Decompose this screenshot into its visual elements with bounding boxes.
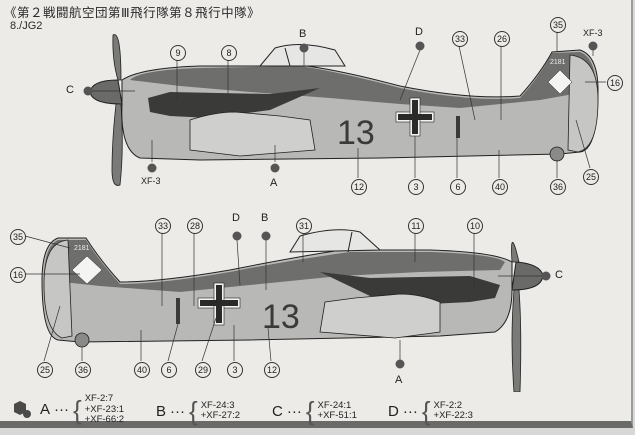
part-number: 3 xyxy=(227,362,243,378)
paint-callout-c-top: C xyxy=(66,84,74,96)
part-number: 36 xyxy=(75,362,91,378)
paint-pot-icon xyxy=(14,401,31,418)
balkenkreuz-top xyxy=(395,97,435,137)
svg-text:13: 13 xyxy=(337,114,375,152)
part-number: 29 xyxy=(195,362,211,378)
part-number: 26 xyxy=(494,31,510,47)
part-number: 25 xyxy=(583,169,599,185)
mix-line: XF-2:2 xyxy=(433,399,463,411)
paint-callout-b-bottom: B xyxy=(261,212,269,224)
legend-key: B xyxy=(156,402,167,420)
paint-callout-a-bottom: A xyxy=(395,374,403,386)
svg-text:13: 13 xyxy=(262,298,300,336)
paint-callout-d-bottom: D xyxy=(232,212,240,224)
paint-callout-xf3-prop: XF-3 xyxy=(141,176,161,186)
part-number: 35 xyxy=(10,229,26,245)
legend-key: D xyxy=(388,402,399,420)
part-number: 33 xyxy=(452,31,468,47)
mix-line: +XF-51:1 xyxy=(317,410,357,421)
part-number: 12 xyxy=(264,362,280,378)
part-number: 11 xyxy=(408,218,424,234)
part-number: 6 xyxy=(450,179,466,195)
mix-line: +XF-66:2 xyxy=(84,414,125,425)
part-number: 6 xyxy=(161,362,177,378)
legend-key: A xyxy=(40,401,51,419)
bottom-aircraft-profile: 13 2181 xyxy=(24,229,551,392)
paint-callout-b-top: B xyxy=(299,28,307,40)
svg-text:2181: 2181 xyxy=(550,59,566,66)
part-number: 28 xyxy=(187,218,203,234)
paint-callout-a-top: A xyxy=(270,177,278,189)
part-number: 3 xyxy=(408,179,424,195)
part-number: 40 xyxy=(134,362,150,378)
part-number: 31 xyxy=(296,218,312,234)
part-number: 8 xyxy=(221,45,237,61)
part-number: 9 xyxy=(170,45,186,61)
part-number: 36 xyxy=(550,179,566,195)
part-number: 16 xyxy=(607,75,623,91)
part-number: 10 xyxy=(467,218,483,234)
paint-callout-xf3-tail: XF-3 xyxy=(583,28,603,38)
part-number: 16 xyxy=(10,267,26,283)
part-number: 35 xyxy=(550,17,566,33)
top-aircraft-profile: 13 2181 xyxy=(83,32,606,186)
legend-item-a: A··· { XF-2:7 +XF-23:1 +XF-66:2 xyxy=(40,393,125,425)
part-number: 25 xyxy=(37,362,53,378)
mix-line: XF-24:1 xyxy=(317,399,352,411)
aircraft-profiles: 13 2181 xyxy=(24,32,606,392)
legend-item-d: D··· { XF-2:2 +XF-22:3 xyxy=(388,396,473,426)
part-number: 40 xyxy=(492,179,508,195)
mix-line: +XF-22:3 xyxy=(433,410,473,421)
part-number: 12 xyxy=(351,179,367,195)
unit-code: 8./JG2 xyxy=(10,20,43,32)
paint-callout-c-bottom: C xyxy=(555,269,563,281)
mix-line: +XF-27:2 xyxy=(200,410,241,421)
paint-legend: A··· { XF-2:7 +XF-23:1 +XF-66:2 B··· { X… xyxy=(0,392,633,428)
balkenkreuz-bottom xyxy=(197,282,241,326)
svg-text:2181: 2181 xyxy=(74,245,90,252)
unit-title: 《第２戦闘航空団第Ⅲ飛行隊第８飛行中隊》 xyxy=(4,6,261,20)
part-number: 33 xyxy=(155,218,171,234)
mix-line: XF-2:7 xyxy=(84,393,114,404)
legend-item-b: B··· { XF-24:3 +XF-27:2 xyxy=(156,396,241,426)
paint-callout-d-top: D xyxy=(415,26,423,38)
mix-line: +XF-23:1 xyxy=(84,403,125,415)
mix-line: XF-24:3 xyxy=(200,399,235,411)
legend-item-c: C··· { XF-24:1 +XF-51:1 xyxy=(272,396,357,426)
legend-key: C xyxy=(272,402,283,420)
